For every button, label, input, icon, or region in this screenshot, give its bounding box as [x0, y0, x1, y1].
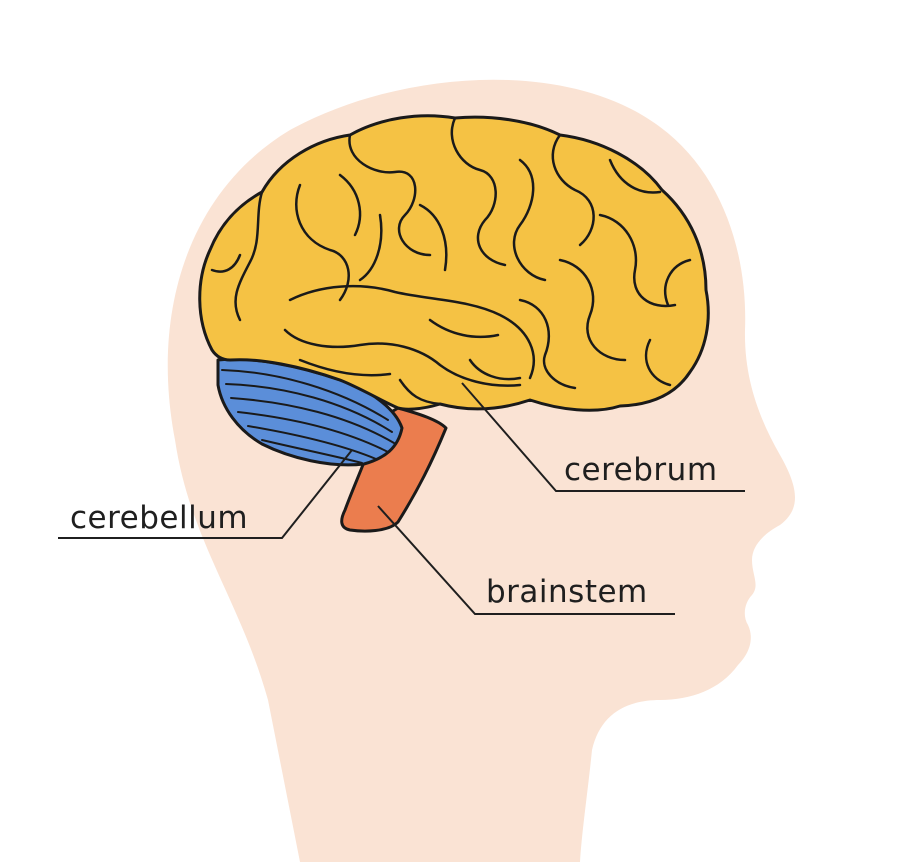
- cerebrum-label: cerebrum: [564, 452, 718, 488]
- brainstem-shape: [340, 406, 448, 533]
- cerebellum-leader-line: [58, 449, 353, 539]
- brainstem-label: brainstem: [486, 574, 648, 610]
- cerebrum-leader-line: [461, 382, 745, 492]
- cerebellum-label: cerebellum: [70, 500, 248, 536]
- cerebrum-shape: [198, 114, 710, 412]
- brainstem-leader-line: [377, 505, 675, 615]
